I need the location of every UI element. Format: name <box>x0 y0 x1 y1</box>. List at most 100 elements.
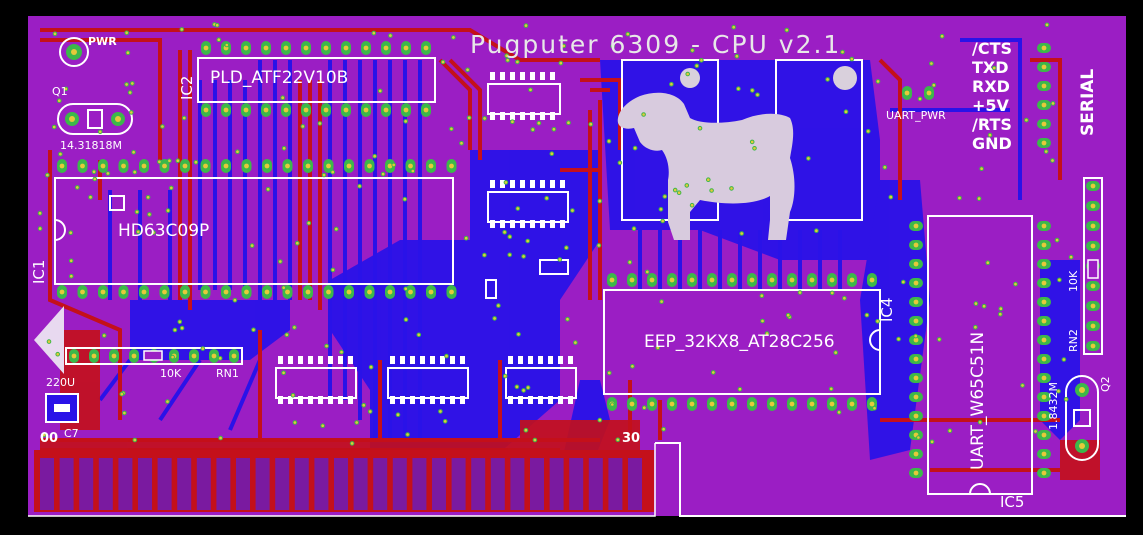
smd-pad <box>540 180 545 188</box>
via <box>536 120 542 126</box>
via <box>504 53 510 59</box>
smd-pad <box>568 356 573 364</box>
smd-pad <box>308 356 313 364</box>
via <box>391 162 397 168</box>
q1-ref: Q1 <box>52 85 68 98</box>
via <box>739 231 745 236</box>
via <box>367 409 373 414</box>
smd-pad <box>560 180 565 188</box>
serial-header <box>1037 43 1051 148</box>
smd-pad <box>288 356 293 364</box>
via <box>842 295 847 301</box>
rn2-ref: RN2 <box>1067 329 1080 352</box>
ic1-value: HD63C09P <box>118 221 210 241</box>
via <box>232 297 238 303</box>
via <box>75 185 80 190</box>
via <box>610 402 615 407</box>
edge-finger <box>549 458 564 510</box>
via <box>849 56 855 62</box>
via <box>759 293 765 299</box>
via <box>645 269 650 275</box>
via <box>627 259 633 265</box>
via <box>750 88 755 93</box>
via <box>676 190 682 195</box>
via <box>752 146 757 151</box>
via <box>330 169 336 175</box>
via <box>280 95 286 100</box>
via <box>492 316 497 321</box>
via <box>977 419 983 425</box>
serial-heading: SERIAL <box>1078 68 1098 136</box>
smd-pad <box>540 72 545 80</box>
smd-pad <box>420 356 425 364</box>
via <box>661 426 666 432</box>
edge-finger <box>59 458 74 510</box>
via <box>711 370 716 375</box>
smd-pad <box>550 112 555 120</box>
via <box>165 208 171 213</box>
via <box>45 172 50 178</box>
smd-pad <box>530 112 535 120</box>
via <box>1050 158 1055 163</box>
smd-pad <box>490 112 495 120</box>
logic-ic-c <box>275 356 357 404</box>
via <box>157 159 162 165</box>
smd-pad <box>490 220 495 228</box>
via <box>829 290 835 296</box>
via <box>451 35 456 40</box>
edge-finger <box>530 458 544 510</box>
via <box>463 235 469 241</box>
smd-pad <box>538 396 543 404</box>
via <box>68 258 74 264</box>
via <box>597 198 603 204</box>
via <box>1056 388 1061 394</box>
via <box>610 43 616 49</box>
via <box>929 61 934 66</box>
via <box>37 210 43 216</box>
ic5-ref: IC5 <box>1000 493 1025 511</box>
via <box>1044 22 1050 28</box>
via <box>843 109 849 114</box>
via <box>836 410 842 415</box>
smd-pad <box>548 396 553 404</box>
smd-pad <box>490 72 495 80</box>
via <box>998 306 1004 312</box>
via <box>565 316 570 322</box>
via <box>515 59 520 65</box>
smd-pad <box>520 72 525 80</box>
smd-pad <box>400 356 405 364</box>
via <box>88 194 93 200</box>
c7-value: 220U <box>46 376 76 389</box>
via <box>564 245 569 250</box>
power-led <box>59 37 89 67</box>
via <box>734 53 740 59</box>
via <box>403 119 409 124</box>
via <box>523 23 529 28</box>
via <box>235 149 240 154</box>
edge-label-left: 00 <box>40 431 59 446</box>
via <box>129 110 134 115</box>
smd-pad <box>460 356 465 364</box>
edge-finger <box>294 458 309 510</box>
smd-pad <box>520 112 525 120</box>
edge-finger <box>196 458 211 510</box>
via <box>642 405 647 411</box>
resistor-network-rn1 <box>65 347 243 365</box>
via <box>515 206 521 211</box>
via <box>630 364 635 369</box>
via <box>1054 237 1060 243</box>
serial-pin-rts: /RTS <box>972 115 1012 134</box>
via <box>588 121 594 127</box>
smd-pad <box>338 356 343 364</box>
via <box>403 317 409 322</box>
smd-pad <box>510 112 515 120</box>
serial-pin-txd: TXD <box>972 58 1009 77</box>
via <box>806 156 811 161</box>
q1-value: 14.31818M <box>60 139 122 152</box>
via <box>521 254 526 259</box>
q2-value: 1.8432M <box>1047 382 1060 430</box>
via <box>957 195 962 201</box>
via <box>216 37 222 43</box>
via <box>896 336 901 342</box>
via <box>973 324 978 330</box>
